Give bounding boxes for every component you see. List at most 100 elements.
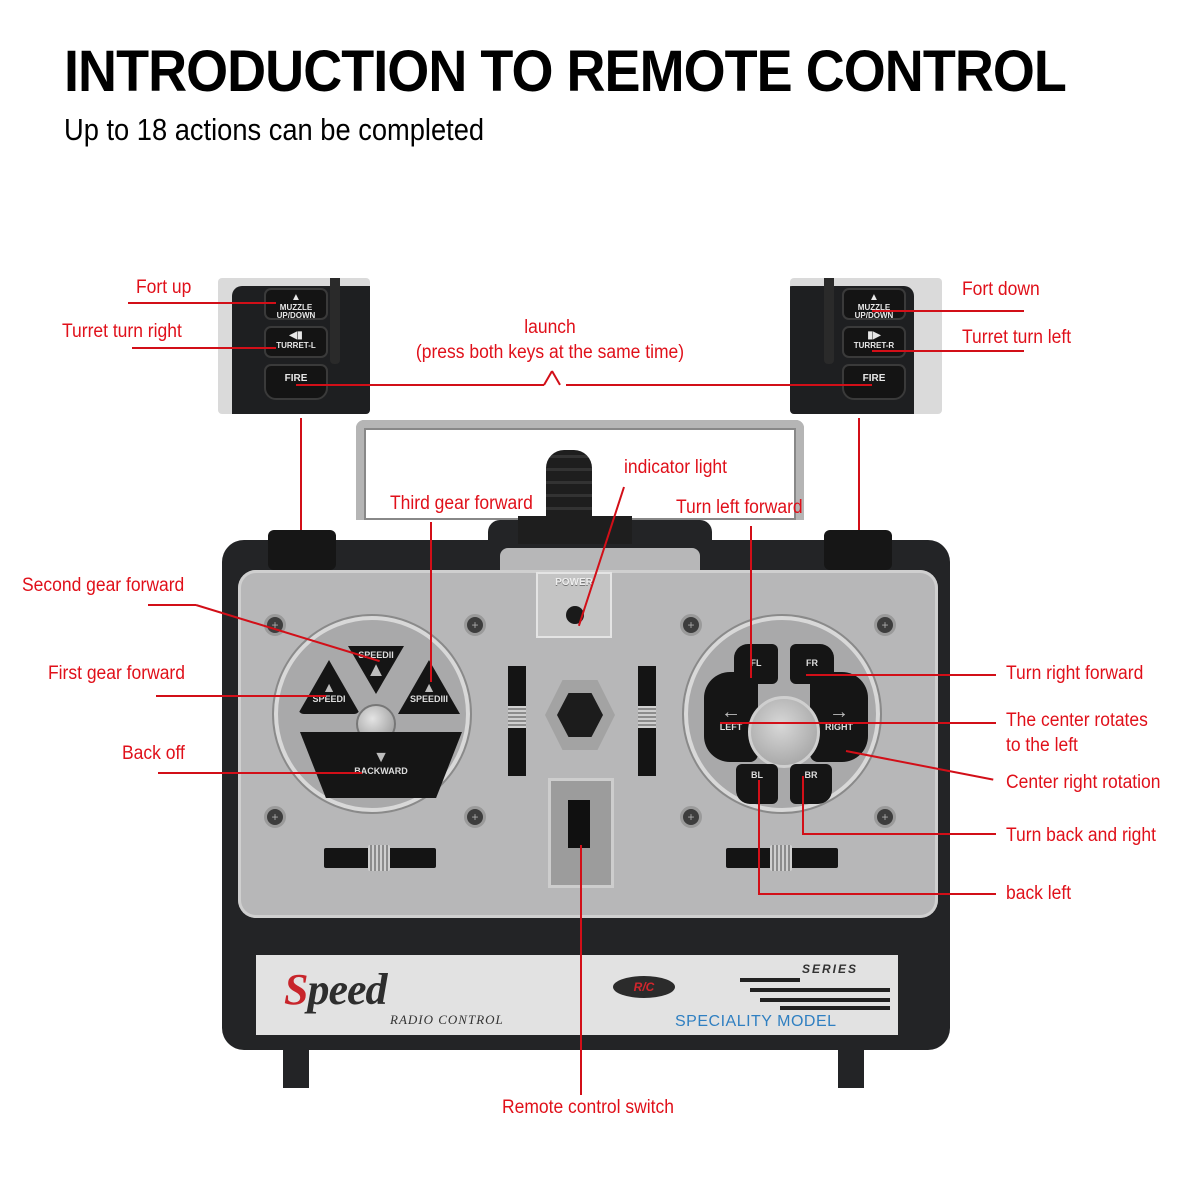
power-label: POWER xyxy=(555,577,593,588)
label-turret-turn-right: Turret turn right xyxy=(62,321,182,342)
hex-button[interactable] xyxy=(557,693,603,737)
turret-r-button[interactable]: ▮▶ TURRET-R xyxy=(842,326,906,358)
screw-icon: + xyxy=(874,806,896,828)
down-arrow-icon: ▼ xyxy=(373,749,389,766)
label-line: The center rotates xyxy=(1006,710,1148,731)
button-label: MUZZLE UP/DOWN xyxy=(854,302,894,320)
series-text: SERIES xyxy=(802,962,859,976)
joystick[interactable] xyxy=(546,450,592,520)
launch-caret xyxy=(551,370,561,386)
button-label: FIRE xyxy=(284,373,308,384)
joystick-base xyxy=(518,516,632,544)
power-switch[interactable] xyxy=(568,800,590,848)
launch-line2: (press both keys at the same time) xyxy=(415,341,685,363)
right-shoulder-button[interactable] xyxy=(824,530,892,570)
right-foot xyxy=(838,1050,864,1088)
leader-line xyxy=(720,722,996,724)
right-vertical-trim[interactable] xyxy=(638,666,656,776)
label-turn-left-forward: Turn left forward xyxy=(676,497,803,518)
label-back-left: back left xyxy=(1006,883,1072,904)
button-label: FL xyxy=(750,658,762,668)
slider-thumb[interactable] xyxy=(368,845,390,871)
logo-s: S xyxy=(284,965,309,1014)
decorative-stripe xyxy=(750,988,890,992)
slider-thumb[interactable] xyxy=(638,706,656,728)
screw-icon: + xyxy=(680,806,702,828)
antenna-icon xyxy=(330,278,340,364)
right-trim-slider[interactable] xyxy=(726,845,838,871)
slider-thumb[interactable] xyxy=(770,845,792,871)
muzzle-up-down-button-right[interactable]: ▲ MUZZLE UP/DOWN xyxy=(842,288,906,320)
turret-l-button[interactable]: ◀▮ TURRET-L xyxy=(264,326,328,358)
leader-line xyxy=(758,780,760,894)
label-turret-turn-left: Turret turn left xyxy=(962,327,1072,348)
leader-line xyxy=(580,845,582,1095)
page-subtitle: Up to 18 actions can be completed xyxy=(64,112,485,147)
screw-icon: + xyxy=(874,614,896,636)
label-launch: launch (press both keys at the same time… xyxy=(403,316,697,365)
right-button[interactable]: → RIGHT xyxy=(810,672,868,762)
left-button[interactable]: ← LEFT xyxy=(704,672,758,762)
label-fort-down: Fort down xyxy=(962,279,1040,300)
button-label: SPEEDI xyxy=(312,694,346,704)
carry-handle[interactable] xyxy=(356,420,804,520)
left-trim-slider[interactable] xyxy=(324,845,436,871)
decorative-stripe xyxy=(740,978,800,982)
label-indicator-light: indicator light xyxy=(624,457,727,478)
muzzle-up-down-button-left[interactable]: ▲ MUZZLE UP/DOWN xyxy=(264,288,328,320)
right-center-knob xyxy=(748,696,820,768)
up-arrow-icon: ▲ xyxy=(291,292,301,303)
leader-line xyxy=(132,347,276,349)
leader-line xyxy=(806,674,996,676)
right-arrow-icon: ▮▶ xyxy=(867,330,881,341)
launch-line1: launch xyxy=(524,317,576,338)
brand-logo: Speed xyxy=(284,964,388,1015)
backward-button[interactable]: ▼ BACKWARD xyxy=(300,732,462,798)
label-line: to the left xyxy=(1006,734,1078,756)
leader-line xyxy=(158,772,362,774)
screw-icon: + xyxy=(464,614,486,636)
left-vertical-trim[interactable] xyxy=(508,666,526,776)
button-label: TURRET-L xyxy=(276,340,316,350)
fire-button-right[interactable]: FIRE xyxy=(842,364,906,400)
slider-thumb[interactable] xyxy=(508,706,526,728)
left-shoulder-button[interactable] xyxy=(268,530,336,570)
button-label: LEFT xyxy=(719,722,743,732)
logo-rest: peed xyxy=(307,965,387,1014)
label-third-gear: Third gear forward xyxy=(390,493,533,514)
label-remote-control-switch: Remote control switch xyxy=(502,1097,674,1118)
screw-icon: + xyxy=(464,806,486,828)
fire-button-left[interactable]: FIRE xyxy=(264,364,328,400)
label-back-off: Back off xyxy=(122,743,185,764)
leader-line xyxy=(156,695,326,697)
button-label: MUZZLE UP/DOWN xyxy=(276,302,316,320)
leader-line xyxy=(128,302,276,304)
left-arrow-icon: ← xyxy=(721,701,741,723)
label-center-left: The center rotates to the left xyxy=(1006,709,1148,758)
screw-icon: + xyxy=(680,614,702,636)
button-label: RIGHT xyxy=(825,722,853,732)
button-label: BR xyxy=(804,770,818,780)
radio-control-text: RADIO CONTROL xyxy=(390,1012,504,1027)
up-arrow-icon: ▲ xyxy=(322,679,336,695)
label-center-right: Center right rotation xyxy=(1006,772,1161,793)
button-label: BACKWARD xyxy=(354,766,408,776)
br-button[interactable]: BR xyxy=(790,764,832,804)
decorative-stripe xyxy=(780,1006,890,1010)
launch-line-left xyxy=(296,384,544,386)
leader-line xyxy=(300,418,302,558)
button-label: SPEEDIII xyxy=(409,694,448,704)
screw-icon: + xyxy=(264,806,286,828)
right-arrow-icon: → xyxy=(829,701,849,723)
bl-button[interactable]: BL xyxy=(736,764,778,804)
label-turn-back-right: Turn back and right xyxy=(1006,825,1156,846)
up-arrow-icon: ▲ xyxy=(422,679,436,695)
leader-line xyxy=(872,350,1024,352)
label-first-gear: First gear forward xyxy=(48,663,185,684)
label-fort-up: Fort up xyxy=(136,277,192,298)
leader-line xyxy=(758,893,996,895)
button-label: TURRET-R xyxy=(853,340,895,350)
leader-line xyxy=(802,776,804,834)
leader-line xyxy=(750,526,752,678)
leader-line xyxy=(802,833,996,835)
